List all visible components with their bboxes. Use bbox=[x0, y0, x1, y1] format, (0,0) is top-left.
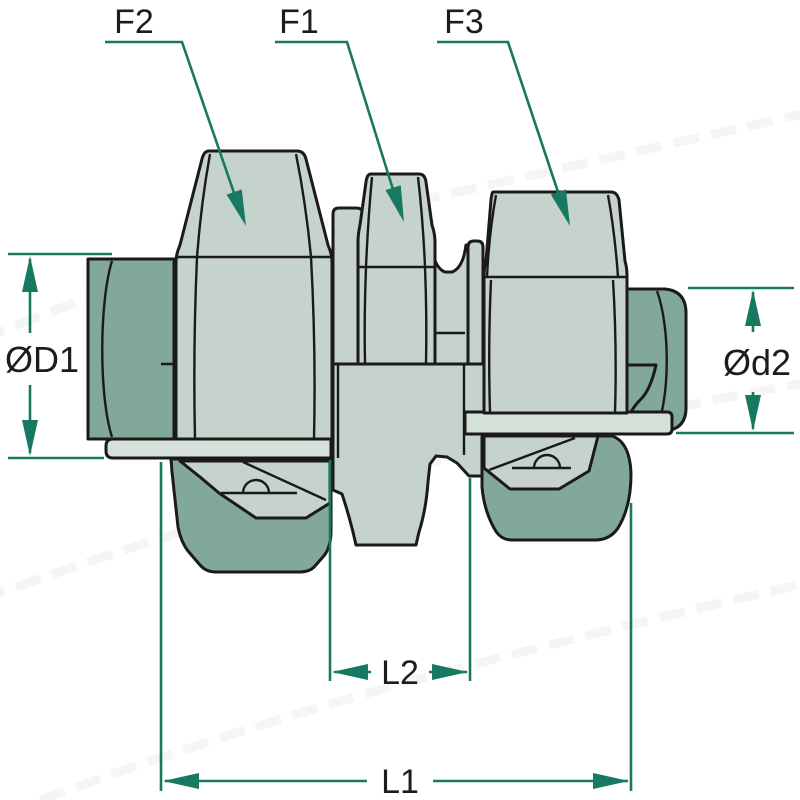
callout-f1: F1 bbox=[275, 3, 404, 222]
f2-label: F2 bbox=[114, 3, 154, 41]
dimension-d1: ØD1 bbox=[5, 252, 112, 460]
right-collar bbox=[466, 239, 485, 366]
right-cutting-ring-cutaway bbox=[482, 434, 600, 491]
l1-arrow-left bbox=[163, 773, 199, 789]
l2-label: L2 bbox=[381, 654, 419, 692]
l2-arrow-left bbox=[332, 664, 368, 680]
right-nut-section bbox=[480, 434, 633, 542]
right-flange bbox=[463, 410, 674, 436]
f1-leader-arrow bbox=[385, 185, 404, 222]
callout-f2: F2 bbox=[105, 3, 246, 226]
center-body bbox=[331, 241, 507, 547]
d1-arrow-down bbox=[22, 420, 38, 456]
right-nut bbox=[482, 190, 629, 415]
l2-arrow-right bbox=[432, 664, 468, 680]
f2-leader-arrow bbox=[226, 189, 246, 226]
left-flange bbox=[104, 437, 333, 460]
dimension-l1: L1 bbox=[159, 462, 633, 800]
right-cutting-ring-bump bbox=[532, 453, 562, 469]
d1-label: ØD1 bbox=[5, 339, 79, 380]
d2-arrow-down bbox=[745, 395, 761, 431]
f3-label: F3 bbox=[444, 3, 484, 41]
left-cutting-ring-bump bbox=[241, 478, 271, 494]
center-locknut bbox=[356, 172, 437, 366]
dimension-d2: Ød2 bbox=[676, 286, 794, 435]
left-tube bbox=[86, 257, 176, 441]
f3-leader-arrow bbox=[550, 189, 570, 226]
l1-arrow-right bbox=[593, 773, 629, 789]
dimension-l2: L2 bbox=[328, 460, 472, 692]
left-nut-section bbox=[169, 457, 333, 574]
left-nut bbox=[174, 149, 334, 441]
thread-relief-groove bbox=[429, 241, 470, 366]
d2-label: Ød2 bbox=[723, 342, 791, 383]
f1-label: F1 bbox=[279, 3, 319, 41]
d1-arrow-up bbox=[22, 256, 38, 292]
d2-arrow-up bbox=[745, 290, 761, 326]
callout-f3: F3 bbox=[437, 3, 570, 226]
l1-label: L1 bbox=[381, 763, 419, 800]
